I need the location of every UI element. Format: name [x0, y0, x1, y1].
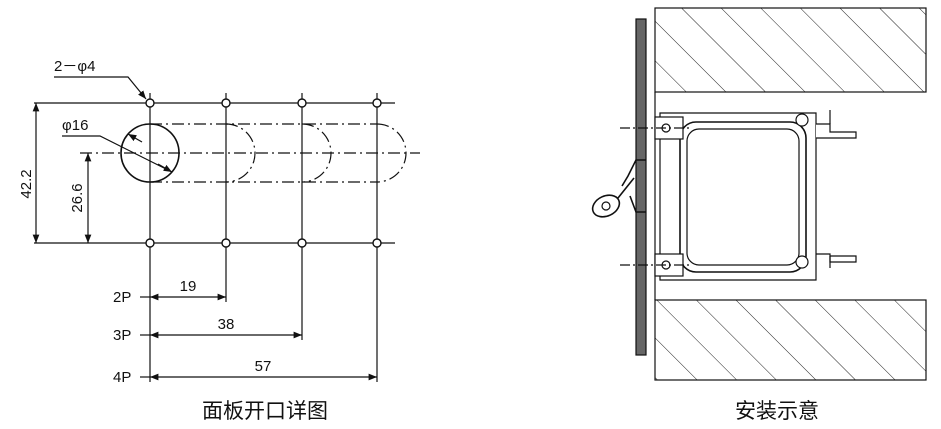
right-caption: 安装示意 — [735, 399, 819, 423]
wall-bottom — [654, 299, 927, 381]
hole-note: 2－φ4 — [54, 58, 95, 75]
mounting-holes — [145, 98, 382, 248]
switch-housing — [679, 121, 807, 273]
panel-cutout-drawing — [32, 76, 420, 382]
slot-extension — [150, 123, 407, 183]
switch-inner — [686, 128, 800, 266]
slot-note-leader — [62, 135, 173, 173]
spacing-3p-label: 38 — [218, 316, 235, 333]
height-center-label: 26.6 — [69, 183, 86, 212]
row-label-2p: 2P — [113, 289, 131, 306]
installation-drawing — [591, 7, 927, 381]
hole-note-leader — [54, 76, 147, 100]
slot-note: φ16 — [62, 117, 88, 134]
row-label-4p: 4P — [113, 369, 131, 386]
row-label-3p: 3P — [113, 327, 131, 344]
wall-top — [654, 7, 927, 93]
left-caption: 面板开口详图 — [202, 399, 328, 423]
spacing-4p-label: 57 — [255, 358, 272, 375]
height-overall-label: 42.2 — [18, 169, 35, 198]
terminal-top — [816, 123, 857, 139]
spacing-2p-label: 19 — [180, 278, 197, 295]
terminal-bottom — [816, 253, 857, 263]
panel-plate — [635, 18, 647, 356]
